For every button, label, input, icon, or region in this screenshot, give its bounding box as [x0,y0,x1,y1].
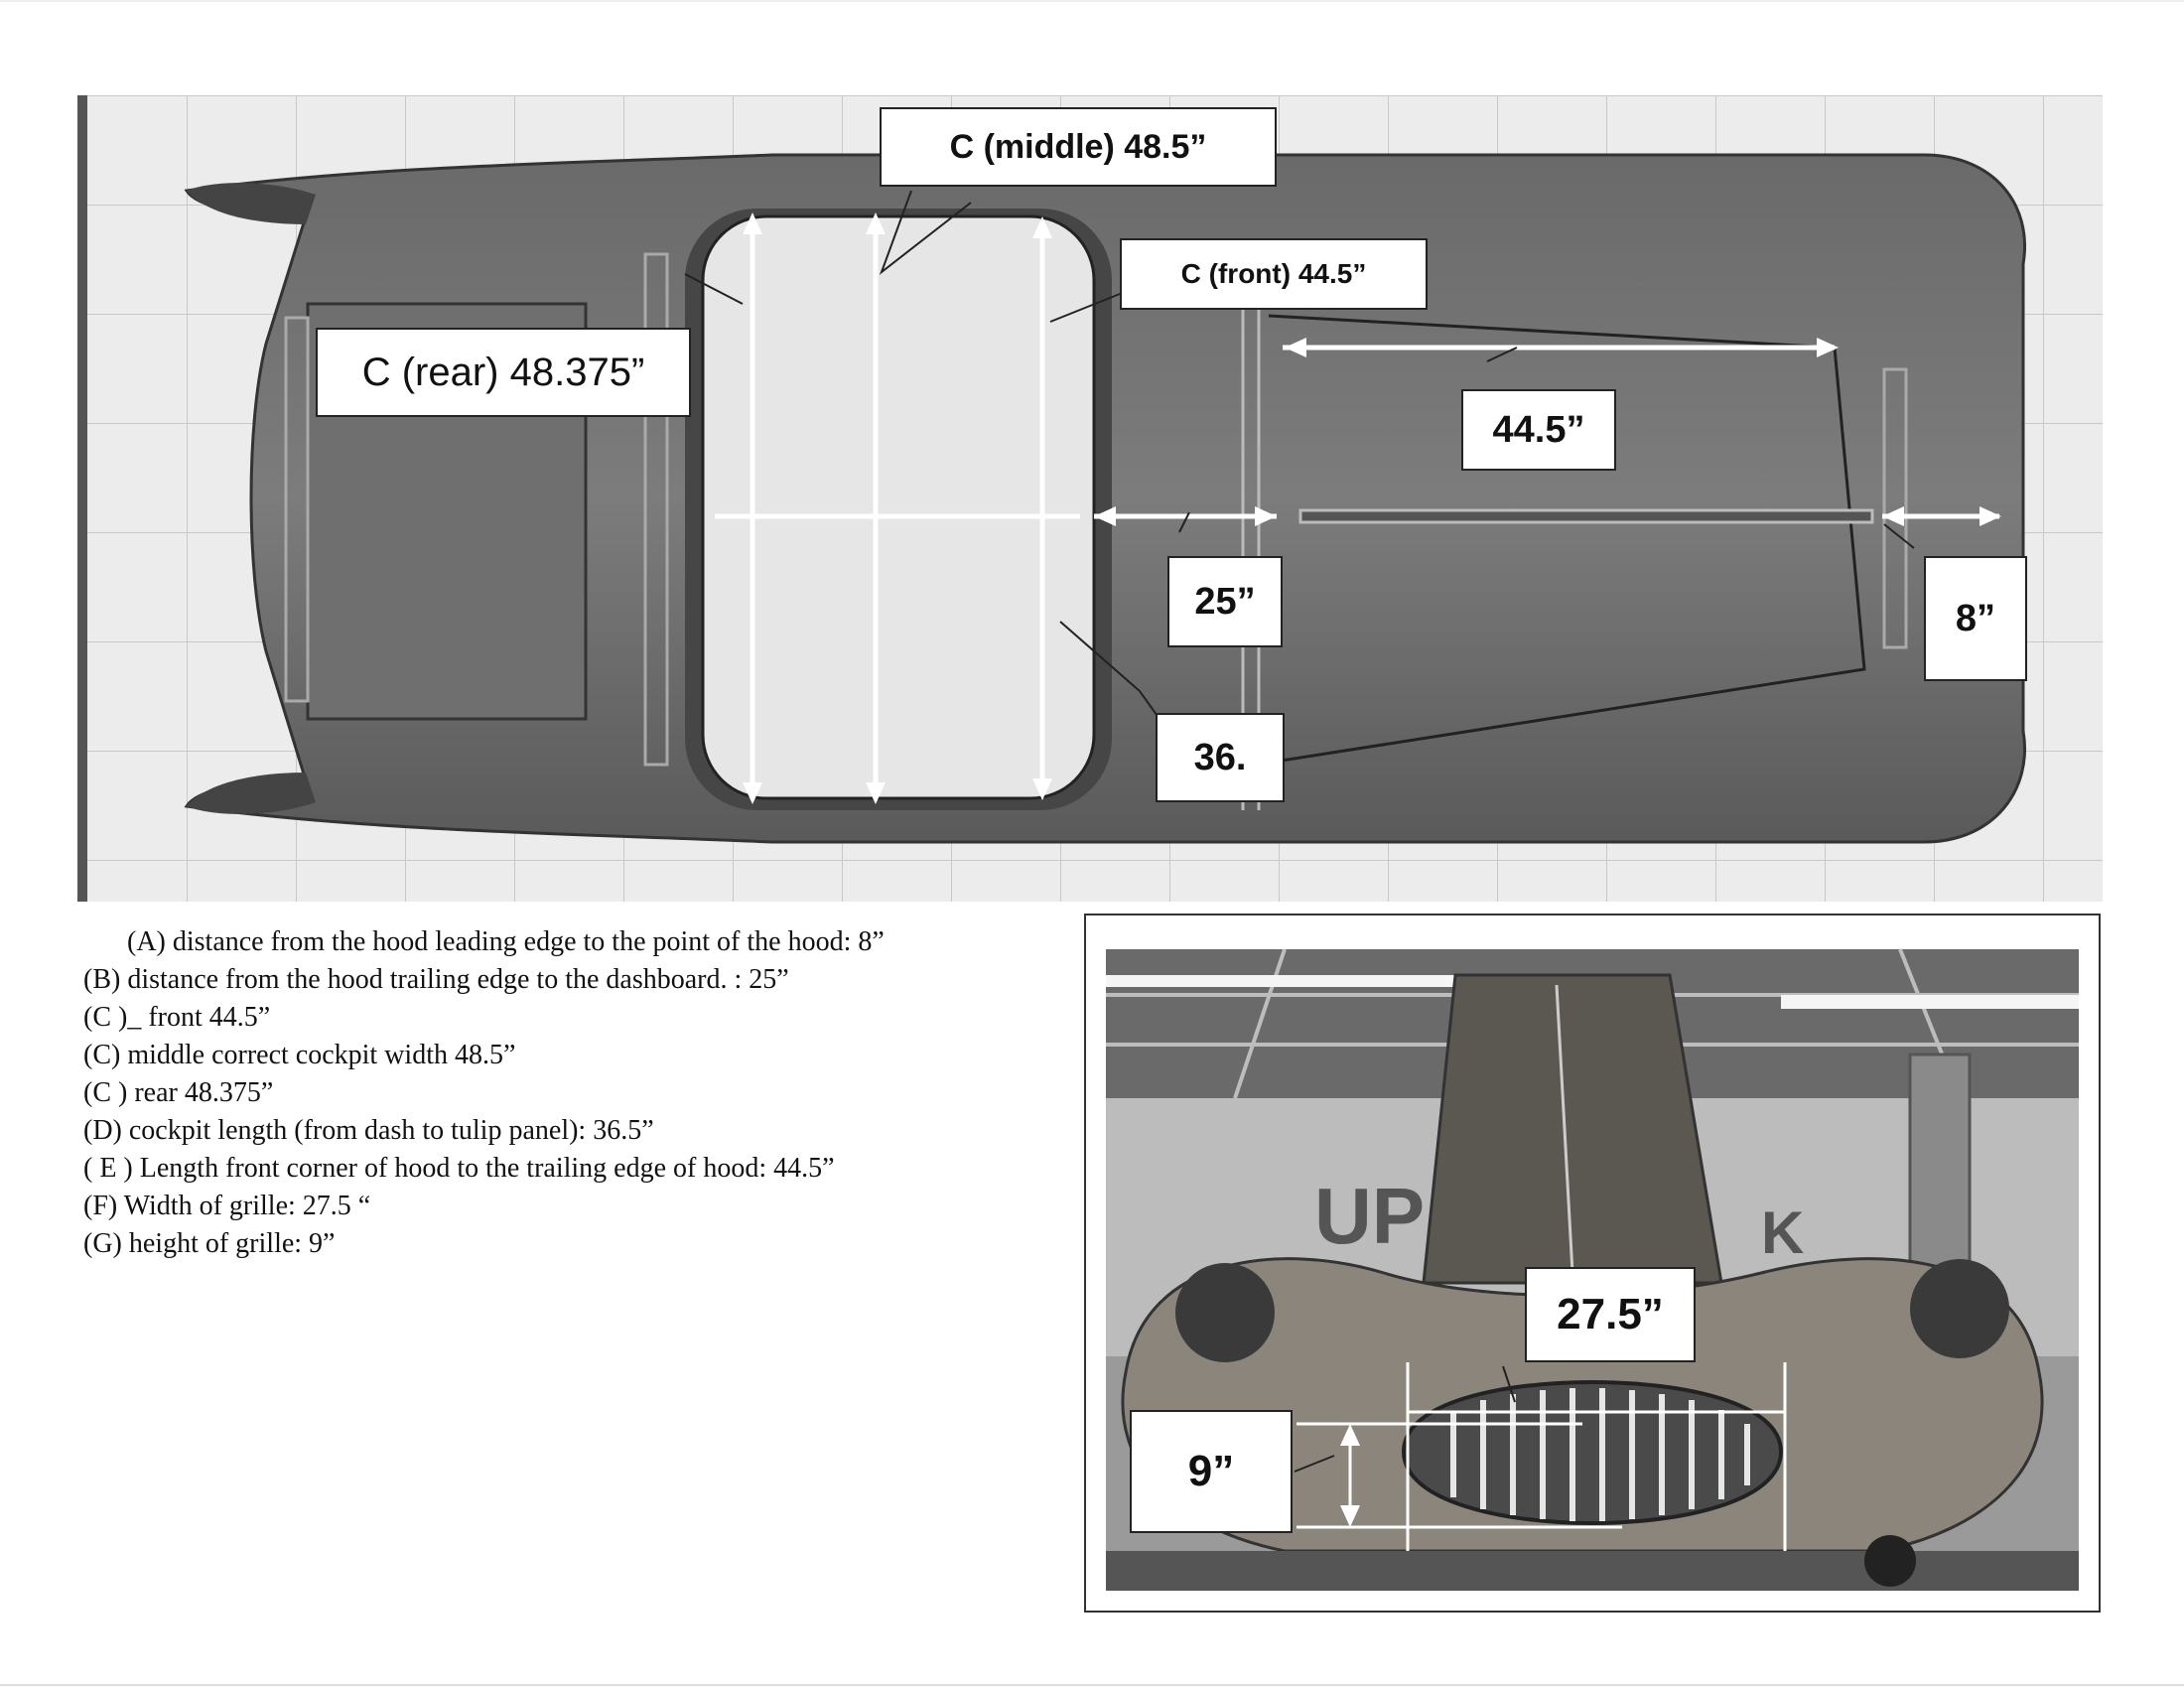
car-body-illustration [77,95,2103,902]
legend-item-c-rear: (C ) rear 48.375” [83,1077,274,1108]
legend-item-e: ( E ) Length front corner of hood to the… [83,1153,835,1184]
callout-hood-lead: 8” [1924,556,2027,681]
legend-item-a: (A) distance from the hood leading edge … [127,926,885,957]
legend-item-f: (F) Width of grille: 27.5 “ [83,1191,371,1221]
legend-item-c-middle: (C) middle correct cockpit width 48.5” [83,1040,516,1070]
scan-edge-top [0,0,2184,2]
measurement-legend: (A) distance from the hood leading edge … [83,923,1076,1263]
callout-c-front: C (front) 44.5” [1120,238,1428,310]
legend-item-c-front: (C )_ front 44.5” [83,1002,271,1033]
callout-c-rear: C (rear) 48.375” [316,328,691,417]
legend-item-b: (B) distance from the hood trailing edge… [83,964,789,995]
photo-sign-k: K [1761,1199,1804,1266]
car-top-view-diagram [77,95,2103,902]
photo-sign-up: UP [1314,1172,1425,1260]
callout-hood-length: 44.5” [1461,389,1616,471]
callout-c-middle: C (middle) 48.5” [880,107,1277,187]
callout-cockpit-length: 36. [1156,713,1285,802]
legend-item-g: (G) height of grille: 9” [83,1228,336,1259]
scan-edge-bottom [0,1684,2184,1686]
callout-hood-to-dash: 25” [1167,556,1283,647]
callout-grille-height: 9” [1130,1410,1293,1533]
legend-item-d: (D) cockpit length (from dash to tulip p… [83,1115,654,1146]
callout-grille-width: 27.5” [1525,1267,1696,1362]
